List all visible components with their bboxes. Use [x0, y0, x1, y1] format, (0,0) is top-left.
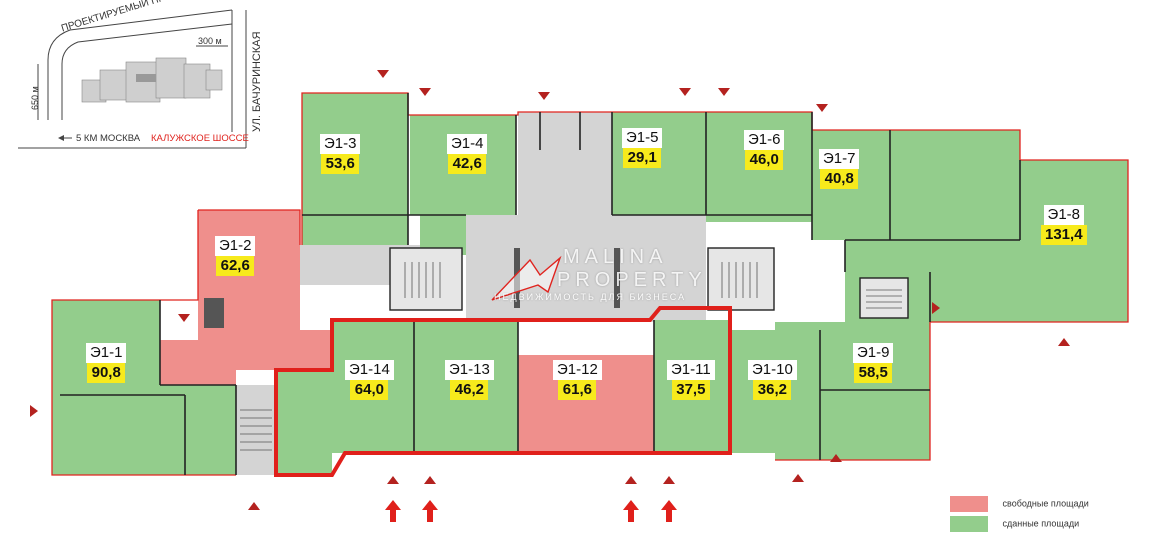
unit-code: Э1-12 — [553, 360, 602, 380]
legend-swatch-free — [950, 496, 988, 512]
unit-e1-1[interactable]: Э1-1 90,8 — [86, 343, 127, 383]
unit-e1-8[interactable]: Э1-8 131,4 — [1041, 205, 1087, 245]
unit-area: 64,0 — [350, 380, 389, 400]
stairs-icon — [389, 247, 909, 319]
unit-e1-6[interactable]: Э1-6 46,0 — [744, 130, 785, 170]
unit-area: 42,6 — [448, 154, 487, 174]
unit-e1-7[interactable]: Э1-7 40,8 — [819, 149, 860, 189]
unit-code: Э1-14 — [345, 360, 394, 380]
legend-free-label: свободные площади — [1002, 498, 1089, 509]
legend-leased-label: сданные площади — [1002, 518, 1080, 529]
unit-area: 29,1 — [623, 148, 662, 168]
unit-code: Э1-8 — [1043, 205, 1084, 225]
entrance-arrow-icon — [385, 500, 677, 522]
unit-area: 36,2 — [753, 380, 792, 400]
location-minimap — [18, 9, 247, 149]
unit-e1-13[interactable]: Э1-13 46,2 — [445, 360, 494, 400]
unit-e1-11[interactable]: Э1-11 37,5 — [667, 360, 715, 400]
unit-e1-9[interactable]: Э1-9 58,5 — [853, 343, 894, 383]
unit-area: 46,0 — [745, 150, 784, 170]
legend-free: свободные площади — [950, 496, 1089, 512]
unit-code: Э1-1 — [86, 343, 127, 363]
unit-area: 37,5 — [671, 380, 710, 400]
unit-code: Э1-2 — [215, 236, 256, 256]
unit-code: Э1-10 — [748, 360, 797, 380]
unit-area: 53,6 — [321, 154, 360, 174]
unit-area: 58,5 — [854, 363, 893, 383]
unit-area: 40,8 — [820, 169, 859, 189]
unit-e1-4[interactable]: Э1-4 42,6 — [447, 134, 488, 174]
unit-code: Э1-5 — [622, 128, 663, 148]
unit-code: Э1-6 — [744, 130, 785, 150]
unit-code: Э1-11 — [667, 360, 715, 380]
highlight-outline — [274, 306, 732, 477]
unit-area: 62,6 — [216, 256, 255, 276]
unit-area: 46,2 — [450, 380, 489, 400]
legend-leased: сданные площади — [950, 516, 1079, 532]
unit-code: Э1-7 — [819, 149, 860, 169]
unit-e1-2[interactable]: Э1-2 62,6 — [215, 236, 256, 276]
unit-area: 131,4 — [1041, 225, 1087, 245]
unit-e1-14[interactable]: Э1-14 64,0 — [345, 360, 394, 400]
minimap-city-label: 5 КМ МОСКВА — [76, 133, 141, 144]
unit-code: Э1-4 — [447, 134, 488, 154]
unit-area: 90,8 — [87, 363, 126, 383]
unit-e1-5[interactable]: Э1-5 29,1 — [622, 128, 663, 168]
unit-code: Э1-9 — [853, 343, 894, 363]
unit-e1-12[interactable]: Э1-12 61,6 — [553, 360, 602, 400]
unit-code: Э1-3 — [320, 134, 361, 154]
watermark-line1: MALINA — [563, 246, 668, 268]
interior-walls — [60, 93, 1021, 475]
minimap-distance-east: 300 м — [198, 36, 222, 46]
watermark-line3: НЕДВИЖИМОСТЬ ДЛЯ БИЗНЕСА — [494, 292, 687, 302]
unit-e1-10[interactable]: Э1-10 36,2 — [748, 360, 797, 400]
unit-code: Э1-13 — [445, 360, 494, 380]
minimap-highway-label: КАЛУЖСКОЕ ШОССЕ — [151, 133, 249, 144]
unit-e1-3[interactable]: Э1-3 53,6 — [320, 134, 361, 174]
watermark-line2: PROPERTY — [557, 269, 707, 291]
door-markers — [30, 70, 1070, 510]
legend-swatch-leased — [950, 516, 988, 532]
unit-area: 61,6 — [558, 380, 597, 400]
